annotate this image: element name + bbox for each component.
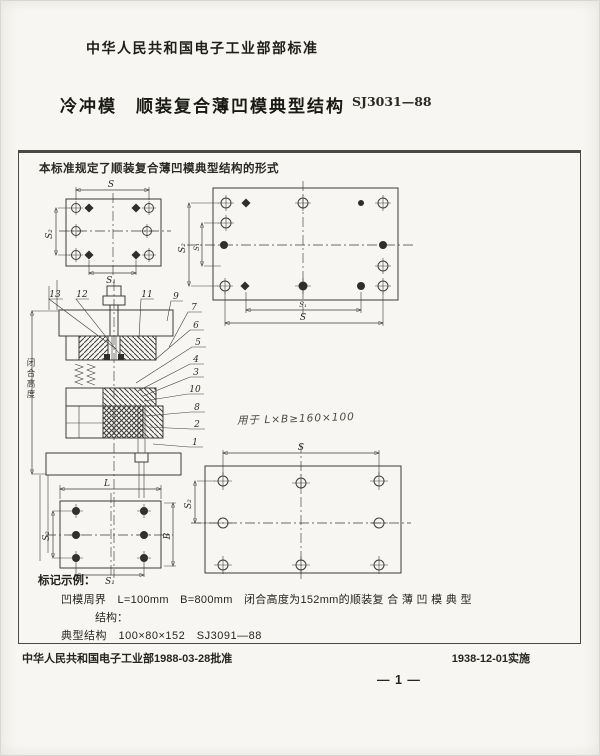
dim-label: S	[108, 180, 114, 190]
dim-label: S	[298, 443, 304, 453]
dim-label: S₁	[105, 577, 115, 587]
part-label-13: 13	[49, 290, 61, 300]
bolt-head	[134, 452, 149, 463]
cross-section-view: 13 12 11 9 7 6 5 4 3 10 8 2 1	[32, 280, 206, 578]
part-label-7: 7	[191, 303, 197, 313]
page-title: 冷冲模 顺装复合薄凹模典型结构	[60, 97, 345, 116]
dim-label: L	[103, 479, 110, 489]
part-label-2: 2	[193, 420, 200, 430]
standard-number: SJ3031—88	[352, 94, 432, 109]
marking-example-line2: 结构：	[95, 612, 128, 624]
page-number: — 1 —	[377, 673, 421, 687]
dim-label: S₁	[193, 243, 201, 251]
part-label-4: 4	[192, 355, 199, 365]
dim-label: B	[163, 532, 173, 540]
part-label-5: 5	[195, 338, 201, 348]
dim-label: S₂	[45, 229, 55, 239]
technical-drawing: S S₂ S₁ S₂ S₁	[19, 180, 413, 587]
dim-label: S₁	[299, 301, 307, 309]
footer-implementation: 1938-12-01实施	[451, 653, 530, 665]
part-label-1: 1	[192, 438, 198, 448]
part-label-3: 3	[193, 368, 199, 378]
marking-example-heading: 标记示例：	[38, 575, 96, 587]
drawing-frame: 本标准规定了顺装复合薄凹模典型结构的形式	[18, 150, 581, 644]
standard-header: 中华人民共和国电子工业部部标准	[86, 40, 319, 56]
part-label-11: 11	[141, 290, 152, 300]
scope-note: 本标准规定了顺装复合薄凹模典型结构的形式	[39, 163, 279, 175]
spring	[86, 363, 96, 386]
die-outline	[59, 500, 162, 569]
marking-example-line3: 典型结构 100×80×152 SJ3091—88	[61, 630, 262, 642]
upper-shoe	[58, 309, 174, 337]
dim-label: S₁	[106, 276, 116, 286]
die-outline	[65, 198, 162, 267]
part-label-8: 8	[194, 403, 200, 413]
part-label-6: 6	[193, 321, 199, 331]
part-label-9: 9	[173, 292, 179, 302]
plan-view-bottom-left: L B S₂ S₁	[42, 479, 176, 587]
plan-view-top-left: S S₂ S₁	[45, 180, 171, 286]
marking-example-line1: 凹模周界 L=100mm B=800mm 闭合高度为152mm的顺装复 合 薄 …	[61, 594, 472, 606]
spring	[74, 363, 84, 386]
dim-label: S	[300, 313, 306, 323]
die-outline	[212, 187, 399, 301]
dim-label: S₂	[178, 243, 188, 253]
dim-label: S₂	[42, 531, 52, 541]
closed-height-label: 闭合高度	[26, 358, 36, 400]
dim-label: S₂	[184, 499, 194, 509]
plan-view-bottom-right: S S₂	[184, 443, 411, 581]
footer-approval: 中华人民共和国电子工业部1988-03-28批准	[22, 653, 233, 665]
part-label-12: 12	[76, 290, 88, 300]
part-label-10: 10	[189, 385, 201, 395]
die-outline	[204, 465, 402, 574]
lower-shoe	[45, 452, 182, 476]
plan-view-top-right: S₂ S₁ S₁ S	[178, 181, 413, 326]
